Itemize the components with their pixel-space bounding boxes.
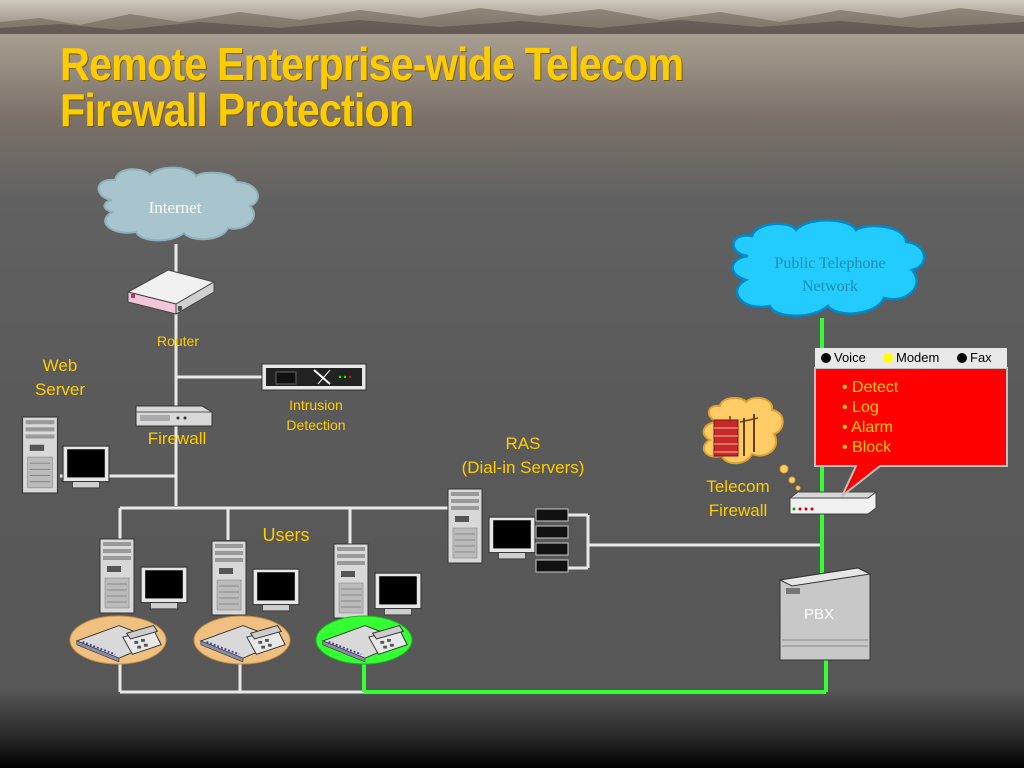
- alert-box-shape: [814, 367, 1008, 497]
- legend-item-modem: Modem: [883, 350, 939, 365]
- user1-phone-modem: [69, 615, 167, 665]
- intrusion-detection-label-line2: Detection: [286, 417, 346, 433]
- title-line-1: Remote Enterprise-wide Telecom: [60, 38, 684, 90]
- telecom-firewall-device: [788, 491, 878, 515]
- user1-monitor: [140, 566, 188, 610]
- intrusion-detection-label-line1: Intrusion: [289, 397, 343, 413]
- users-label: Users: [262, 525, 310, 545]
- action-alarm: • Alarm: [842, 419, 893, 436]
- fax-dot-icon: [957, 353, 967, 363]
- action-detect: • Detect: [842, 379, 899, 396]
- telecom-firewall-label-line2: Firewall: [708, 501, 768, 520]
- action-log: • Log: [842, 399, 879, 416]
- firewall-device: [135, 405, 213, 427]
- web-server-monitor: [62, 445, 110, 489]
- ras-label-line2: (Dial-in Servers): [461, 458, 585, 477]
- legend-item-fax: Fax: [957, 350, 992, 365]
- legend-modem-label: Modem: [896, 350, 940, 365]
- ras-modem-bank: [535, 508, 569, 573]
- web-server-label-line2: Server: [34, 380, 86, 399]
- legend-fax-label: Fax: [970, 350, 992, 365]
- ras-label-line1: RAS: [505, 434, 541, 453]
- pstn-cloud-label-line1: Public Telephone: [774, 255, 886, 272]
- telecom-firewall-label-line1: Telecom: [706, 477, 770, 496]
- user2-phone-modem: [193, 615, 291, 665]
- router-device: [126, 269, 216, 315]
- intrusion-detection-device: [261, 363, 367, 391]
- user2-tower: [211, 540, 247, 616]
- pstn-cloud-label-line2: Network: [802, 278, 858, 295]
- pbx-device: [778, 567, 872, 661]
- legend-voice-label: Voice: [834, 350, 866, 365]
- ras-monitor: [488, 516, 536, 560]
- thought-cloud: [702, 396, 801, 491]
- web-server-tower: [21, 416, 59, 494]
- voice-dot-icon: [821, 353, 831, 363]
- action-block: • Block: [842, 439, 892, 456]
- firewall-label: Firewall: [147, 429, 207, 448]
- call-type-legend: Voice Modem Fax: [815, 348, 1007, 368]
- user3-tower: [333, 543, 369, 619]
- title-line-2: Firewall Protection: [60, 84, 414, 136]
- firewall-actions-list: • Detect • Log • Alarm • Block: [842, 378, 898, 458]
- internet-cloud: [97, 166, 259, 242]
- decorative-top-strip: [0, 0, 1024, 34]
- user3-monitor: [374, 572, 422, 616]
- modem-dot-icon: [883, 353, 893, 363]
- ras-tower: [447, 488, 483, 564]
- user3-phone-modem: [315, 615, 413, 665]
- internet-cloud-label: Internet: [148, 198, 202, 217]
- pbx-label: PBX: [803, 606, 834, 623]
- pstn-cloud: [731, 219, 926, 317]
- user1-tower: [99, 538, 135, 614]
- router-label: Router: [156, 333, 200, 349]
- user2-monitor: [252, 568, 300, 612]
- web-server-label-line1: Web: [42, 356, 78, 375]
- legend-item-voice: Voice: [821, 350, 866, 365]
